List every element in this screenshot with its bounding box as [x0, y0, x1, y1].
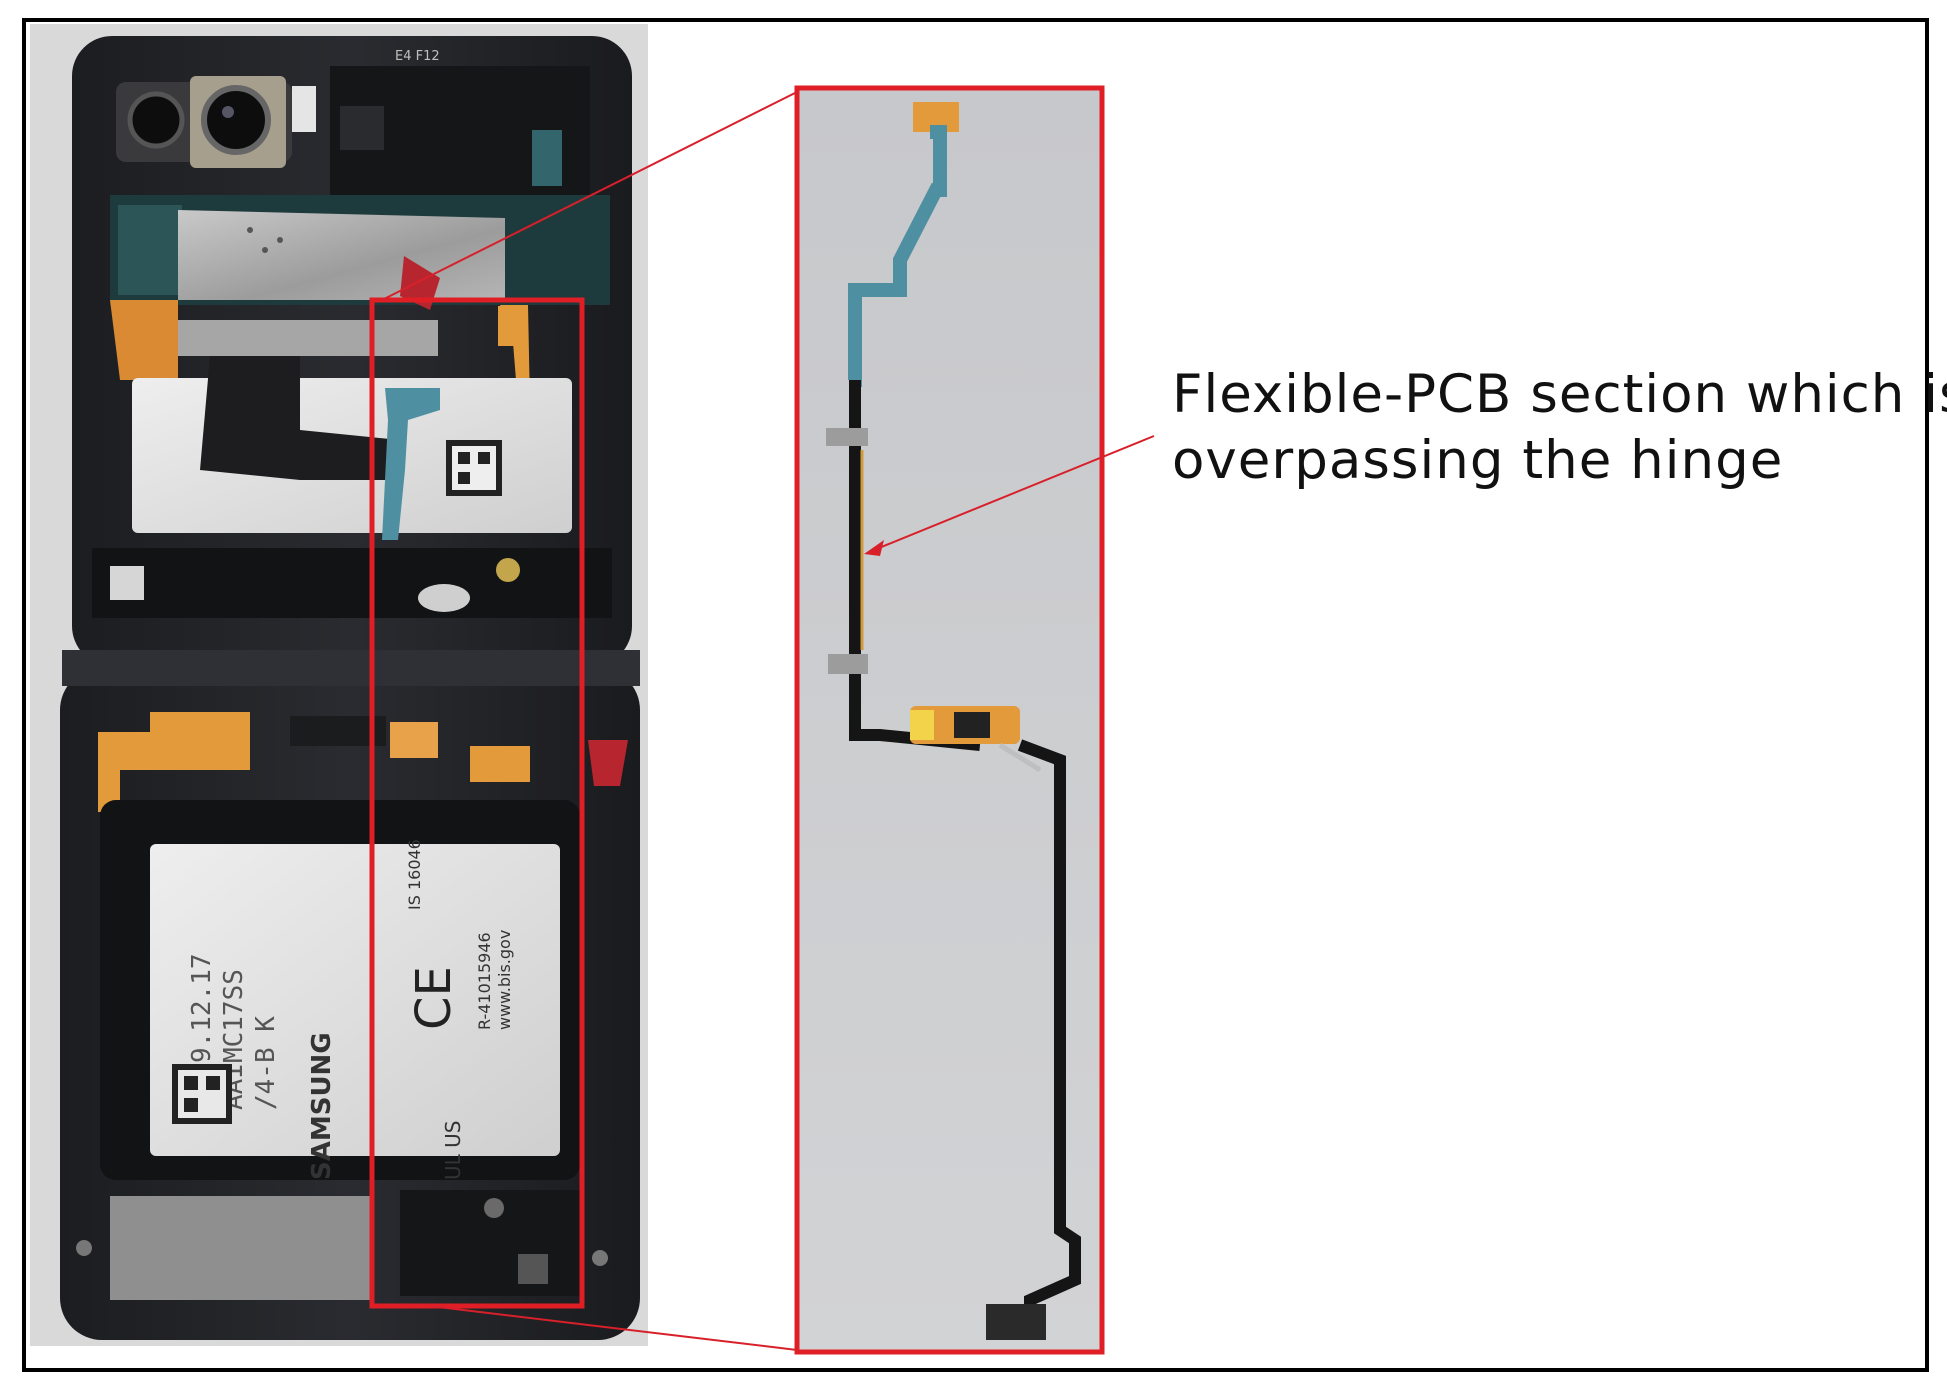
caption-line: Flexible-PCB section which is — [1172, 364, 1947, 425]
flex-copper — [98, 712, 250, 812]
camera-lens — [201, 85, 271, 155]
cert-number: R-41015946 — [475, 932, 494, 1030]
flex-teal — [848, 125, 947, 387]
callout-line-bottom — [429, 1305, 798, 1351]
metal-shield — [178, 210, 505, 300]
flex-connector — [986, 1304, 1046, 1340]
highlight-box — [369, 297, 585, 1309]
zoom-panel-border — [794, 85, 1105, 1355]
battery-website: www.bis.gov — [495, 930, 514, 1030]
flex-teal — [382, 388, 440, 540]
battery-code: /4-B K — [251, 1016, 281, 1110]
phone-photo: E4 F12 — [30, 24, 648, 1346]
ce-mark: CE — [406, 966, 462, 1030]
flex-pcb-photo — [797, 88, 1102, 1352]
hinge-clip — [828, 654, 868, 674]
flex-black — [200, 356, 400, 480]
caption-line: overpassing the hinge — [1172, 430, 1784, 491]
arrow-head-icon — [864, 540, 884, 556]
lower-battery — [150, 844, 560, 1156]
pcb-marking: E4 F12 — [395, 49, 440, 64]
hinge-clip — [826, 428, 868, 446]
battery-standard: IS 16046 — [405, 839, 424, 910]
callout-line-top — [381, 91, 798, 301]
hinge-area — [62, 650, 640, 686]
annotation-arrow — [873, 435, 1155, 551]
flex-black — [1017, 739, 1081, 1322]
annotation-caption: Flexible-PCB section which is overpassin… — [1172, 362, 1947, 494]
battery-brand: SAMSUNG — [307, 1032, 337, 1180]
flash — [292, 86, 316, 132]
camera-lens — [127, 91, 185, 149]
ul-mark: UL US — [441, 1121, 465, 1180]
